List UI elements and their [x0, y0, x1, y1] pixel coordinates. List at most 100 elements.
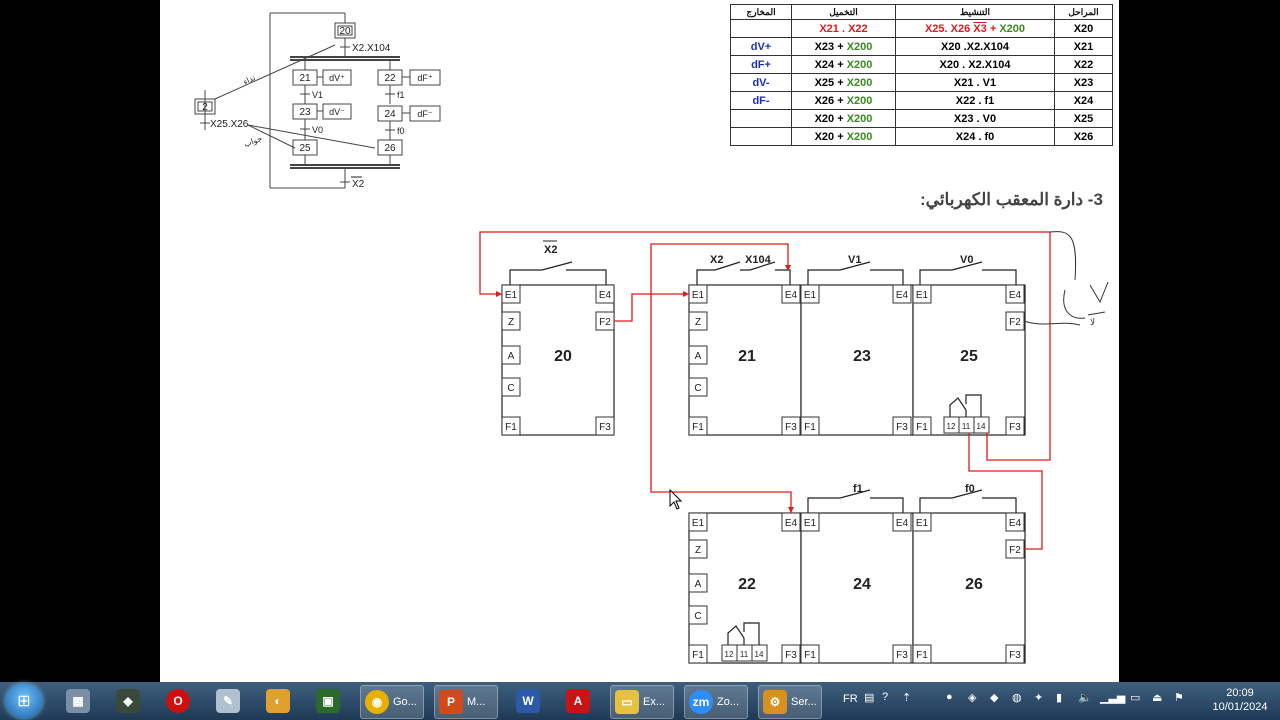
term-22-c: C — [694, 611, 701, 622]
module-25-label: 25 — [960, 348, 978, 365]
grafcet-step-20: 20 — [339, 26, 351, 37]
cell-step: X25 — [1054, 109, 1113, 128]
flag-icon[interactable]: ⚑ — [1174, 692, 1184, 704]
storage-icon[interactable]: ▭ — [1130, 692, 1141, 704]
cell-output: dV- — [730, 73, 792, 92]
term-25-e4: E4 — [1009, 290, 1022, 301]
term-21-c: C — [694, 383, 701, 394]
term-26-e1: E1 — [916, 518, 929, 529]
sequencer-circuit: E1 E4 F2 Z A C F1 F3 E1 E4 Z A C F1 F3 E… — [479, 231, 1109, 664]
language-indicator[interactable]: FR — [843, 693, 858, 705]
service-icon: ⚙ — [763, 690, 787, 714]
cell-activation: X25. X26 X3 + X200 — [895, 19, 1055, 38]
cell-enable: X20 + X200 — [791, 127, 896, 146]
system-tray: FR ▤ ? ⇡ ● ◈ ◆ ◍ ✦ ▮ 🔈 ▁▃▅ ▭ ⏏ ⚑ 20:09 1… — [840, 682, 1280, 720]
terminal-icon: ▣ — [316, 689, 340, 713]
pdf-icon: A — [566, 689, 590, 713]
term-22-e1: E1 — [692, 518, 705, 529]
term-26-f3: F3 — [1009, 650, 1021, 661]
term-22-e4: E4 — [785, 518, 798, 529]
zoom-tray-icon[interactable]: ● — [946, 691, 953, 703]
cell-output: dV+ — [730, 37, 792, 56]
grafcet-step-25: 25 — [299, 143, 311, 154]
app-button-3[interactable]: ◆ — [112, 685, 144, 717]
header-enable: التخميل — [791, 4, 896, 20]
volume-icon[interactable]: 🔈 — [1078, 692, 1092, 704]
table-row: dF- X26 + X200 X22 . f1 X24 — [730, 91, 1113, 110]
windows-icon: ⊞ — [17, 693, 31, 710]
app-button-7[interactable]: ▣ — [312, 685, 344, 717]
contact-25-11: 11 — [962, 422, 971, 431]
pdf-button[interactable]: A — [562, 685, 594, 717]
paint-button[interactable]: ◐ — [262, 685, 294, 717]
grafcet-sync-transition: X25.X26 — [210, 119, 249, 130]
calculator-button[interactable]: ▦ — [62, 685, 94, 717]
term-20-f1: F1 — [505, 422, 517, 433]
term-24-f1: F1 — [804, 650, 816, 661]
explorer-taskbar-item[interactable]: ▭Ex... — [610, 685, 674, 719]
keyboard-icon[interactable]: ▤ — [864, 692, 875, 704]
term-20-a: A — [508, 351, 515, 362]
grafcet-step-22: 22 — [384, 73, 396, 84]
contact-25-14: 14 — [977, 422, 986, 431]
grafcet-action-21: dV⁺ — [329, 73, 345, 83]
clock-date: 10/01/2024 — [1212, 701, 1268, 713]
term-20-e4: E4 — [599, 290, 612, 301]
grafcet-call-label: نداء — [242, 73, 257, 87]
switch-v1-label: V1 — [848, 254, 861, 266]
header-activation: التنشيط — [895, 4, 1055, 20]
security-icon[interactable]: ◆ — [990, 692, 999, 704]
word-button[interactable]: W — [512, 685, 544, 717]
network-share-icon[interactable]: ◈ — [968, 692, 977, 704]
antivirus-icon[interactable]: ◍ — [1012, 692, 1022, 704]
switch-x2bar-label: X2 — [544, 244, 557, 256]
cell-output: dF- — [730, 91, 792, 110]
usb-icon[interactable]: ⏏ — [1152, 692, 1163, 704]
term-22-f1: F1 — [692, 650, 704, 661]
cell-enable: X26 + X200 — [791, 91, 896, 110]
term-20-f2: F2 — [599, 317, 611, 328]
app-button-5[interactable]: ✎ — [212, 685, 244, 717]
grafcet-action-22: dF⁺ — [417, 73, 433, 83]
cell-step: X24 — [1054, 91, 1113, 110]
clock[interactable]: 20:09 10/01/2024 — [1200, 686, 1280, 714]
paint-icon: ◐ — [266, 689, 290, 713]
signal-icon[interactable]: ▁▃▅ — [1100, 692, 1126, 704]
chrome-taskbar-item[interactable]: ◉Go... — [360, 685, 424, 719]
power-icon[interactable]: ▮ — [1056, 692, 1063, 704]
app-tray-icon[interactable]: ✦ — [1034, 692, 1044, 704]
cell-activation: X22 . f1 — [895, 91, 1055, 110]
cell-step: X23 — [1054, 73, 1113, 92]
term-23-f3: F3 — [896, 422, 908, 433]
grafcet-step-21: 21 — [299, 73, 311, 84]
opera-icon: O — [166, 689, 190, 713]
opera-button[interactable]: O — [162, 685, 194, 717]
term-25-f3: F3 — [1009, 422, 1021, 433]
grafcet-action-23: dV⁻ — [329, 107, 345, 117]
cell-activation: X21 . V1 — [895, 73, 1055, 92]
help-icon[interactable]: ? — [882, 691, 889, 703]
switch-v0-label: V0 — [960, 254, 973, 266]
grafcet-master-step: 2 — [202, 102, 208, 113]
section-title: 3- دارة المعقب الكهربائي: — [920, 190, 1103, 209]
start-button[interactable]: ⊞ — [6, 684, 42, 718]
term-23-e4: E4 — [896, 290, 909, 301]
term-26-e4: E4 — [1009, 518, 1022, 529]
term-21-a: A — [695, 351, 702, 362]
term-20-c: C — [507, 383, 514, 394]
contact-22-11: 11 — [740, 650, 749, 659]
grafcet-trans-f0: f0 — [397, 126, 405, 136]
tool-icon: ◆ — [116, 689, 140, 713]
cell-step: X26 — [1054, 127, 1113, 146]
cell-activation: X20 . X2.X104 — [895, 55, 1055, 74]
chrome-icon: ◉ — [365, 690, 389, 714]
service-taskbar-item[interactable]: ⚙Ser... — [758, 685, 822, 719]
word-icon: W — [516, 689, 540, 713]
cell-step: X21 — [1054, 37, 1113, 56]
tray-expand-icon[interactable]: ⇡ — [902, 692, 912, 704]
term-23-e1: E1 — [804, 290, 817, 301]
module-21-label: 21 — [738, 348, 756, 365]
grafcet-answer-label: جواب — [243, 134, 264, 149]
